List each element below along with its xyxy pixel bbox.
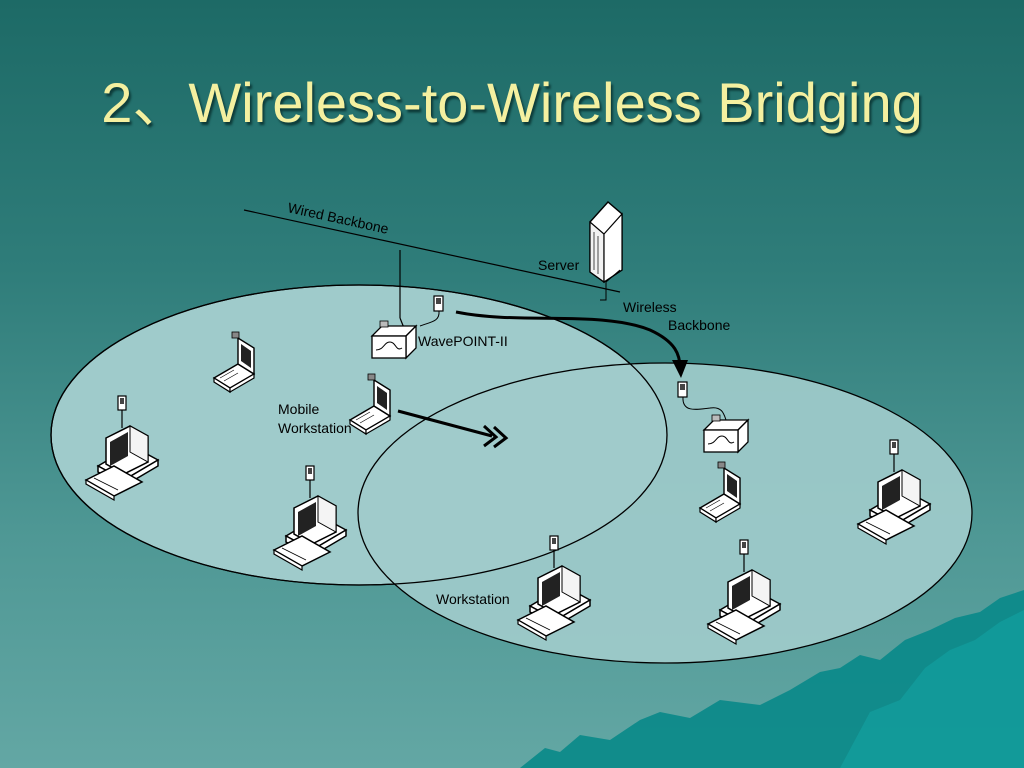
wired-backbone-line: [243, 209, 621, 293]
roaming-arrow: [397, 409, 509, 449]
wavepoint-radio-left: [433, 295, 444, 312]
server-label: Server: [538, 257, 580, 273]
wireless-backbone-label-line1: Wireless: [623, 299, 677, 315]
wireless-backbone-label-line2: Backbone: [668, 317, 730, 333]
server-icon: [589, 201, 623, 301]
coverage-cell-right: [357, 362, 973, 664]
mobile-workstation-label-line2: Workstation: [278, 420, 352, 436]
wired-backbone-label: Wired Backbone: [286, 199, 390, 237]
wireless-backbone-arrow: [455, 310, 682, 369]
mobile-workstation-label-line1: Mobile: [278, 401, 319, 417]
slide-title: 2、Wireless-to-Wireless Bridging: [101, 71, 923, 134]
wavepoint-radio-right: [677, 381, 688, 398]
workstation-label: Workstation: [436, 591, 510, 607]
wavepoint-label: WavePOINT-II: [418, 333, 508, 349]
